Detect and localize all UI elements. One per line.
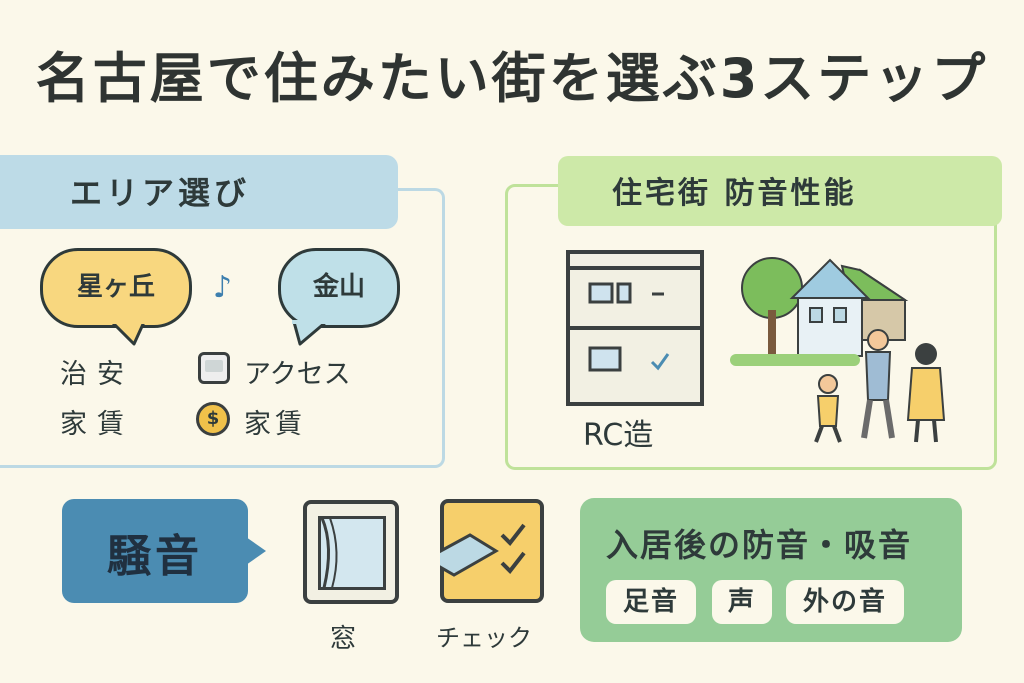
housing-panel-title: 住宅街 防音性能 [612, 176, 857, 211]
noise-tag-arrow [246, 537, 266, 565]
housing-panel-header [558, 156, 1002, 226]
area-panel-title: エリア選び [70, 174, 251, 212]
check-marks-icon [440, 523, 526, 577]
chip-outside-noise: 外の音 [786, 580, 904, 624]
chip-voice: 声 [712, 580, 772, 624]
check-label: チェック [436, 624, 532, 652]
coin-icon: $ [196, 402, 230, 436]
area-item-safety: 治安 [60, 359, 134, 390]
speech-bubble-kanayama: 金山 [278, 248, 400, 328]
chip-footsteps: 足音 [606, 580, 696, 624]
bubble-tail-right [292, 320, 328, 346]
area-item-rent: 家賃 [60, 409, 134, 440]
area-item-rent-icon-label: 家賃 [244, 409, 306, 440]
area-panel-header [0, 155, 398, 229]
noise-label: 騒音 [107, 531, 203, 582]
window-label: 窓 [330, 624, 357, 654]
music-note-icon: ♪ [213, 270, 233, 305]
noise-tag [62, 499, 248, 603]
neighborhood-illustration [730, 257, 946, 443]
curtain-icon [320, 517, 338, 589]
rc-building-icon [566, 250, 704, 406]
page-title: 名古屋で住みたい街を選ぶ3ステップ [35, 47, 989, 110]
train-icon [198, 352, 230, 384]
rc-construction-label: RC造 [583, 418, 654, 453]
area-item-access: アクセス [244, 359, 351, 390]
soundproof-title: 入居後の防音・吸音 [606, 526, 913, 564]
bubble-tail-left [110, 320, 146, 346]
speech-bubble-hoshigaoka: 星ヶ丘 [40, 248, 192, 328]
